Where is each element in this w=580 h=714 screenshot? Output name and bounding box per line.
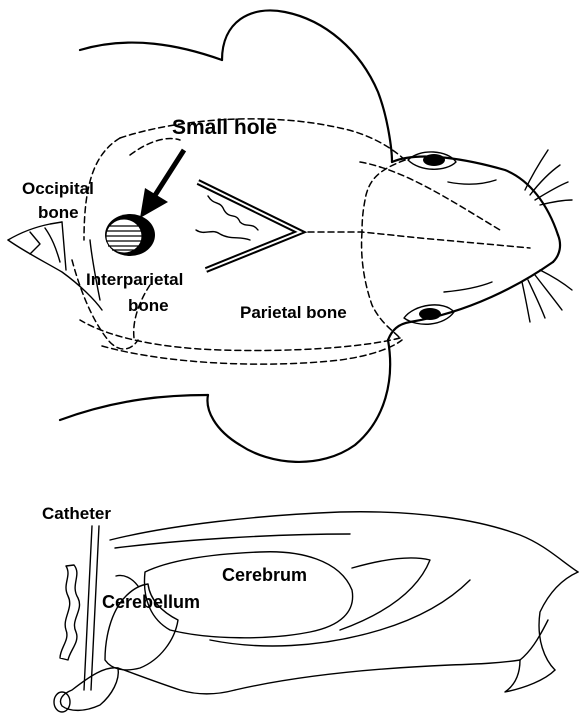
label-occipital-line2: bone [38, 203, 79, 222]
skull-inner-line [115, 534, 350, 548]
label-small-hole: Small hole [172, 116, 277, 139]
lower-ear [207, 340, 390, 462]
upper-eye [408, 152, 456, 169]
small-hole [105, 214, 155, 256]
label-catheter: Catheter [42, 504, 111, 523]
olfactory-lobe [340, 558, 430, 630]
snout [553, 235, 560, 262]
face-crease-upper [448, 180, 496, 184]
face-crease-lower [444, 282, 492, 292]
rat-head-top-view [8, 10, 572, 461]
whiskers [522, 150, 572, 322]
jaw-tip [505, 660, 555, 692]
head-outline-upper [392, 157, 558, 235]
arrow-to-hole [140, 150, 184, 218]
spinal-cord [60, 668, 118, 711]
occipital-detail [8, 222, 102, 310]
lower-contour [235, 660, 520, 690]
spinal-cord-lower [118, 668, 235, 694]
body-outline-lower [60, 395, 208, 420]
spinal-cord-section [54, 692, 70, 712]
upper-ear [222, 10, 392, 162]
label-cerebrum: Cerebrum [222, 565, 307, 585]
cerebellum-notch [116, 575, 138, 586]
label-occipital-line1: Occipital [22, 179, 94, 198]
label-interparietal-line1: Interparietal [86, 270, 183, 289]
vessel-squiggle [60, 565, 80, 660]
body-outline-upper [80, 43, 222, 60]
label-parietal-bone: Parietal bone [240, 303, 347, 322]
head-outline-lower [388, 262, 553, 340]
label-interparietal-line2: bone [128, 296, 169, 315]
catheter [84, 526, 99, 690]
label-cerebellum: Cerebellum [102, 592, 200, 612]
snout-side [539, 572, 578, 670]
incision [196, 182, 300, 270]
brainstem-line [210, 580, 470, 646]
